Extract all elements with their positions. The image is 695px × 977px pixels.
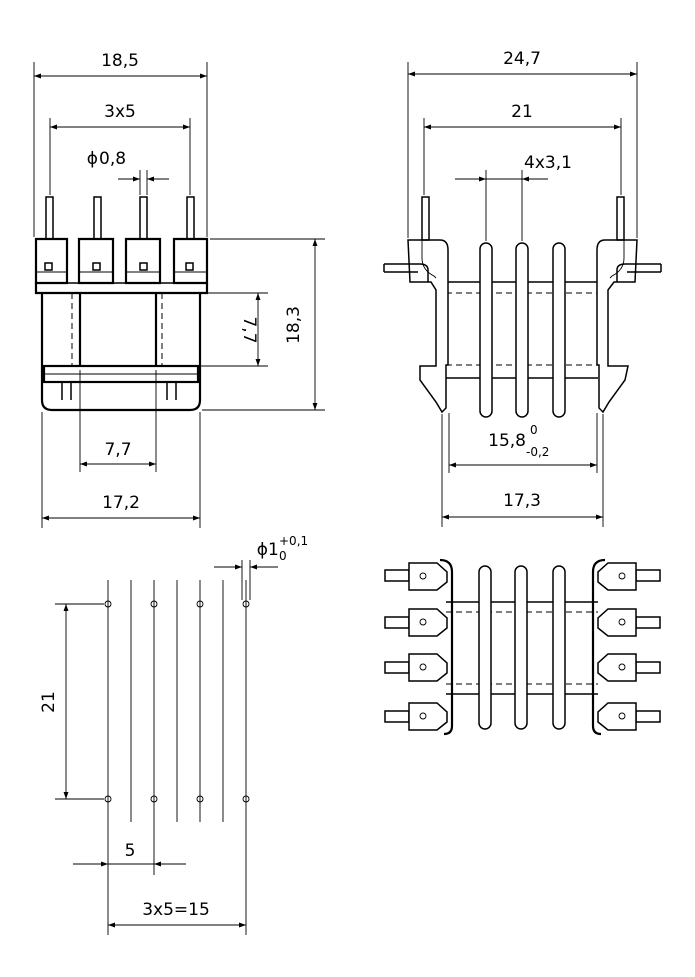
front-body bbox=[40, 293, 202, 412]
footprint-hole-diameter-symbol: ϕ bbox=[257, 540, 268, 560]
side-overall-width-label: 24,7 bbox=[503, 49, 541, 69]
top-right-pads bbox=[597, 562, 661, 731]
top-left-pads bbox=[384, 562, 448, 731]
footprint-grid bbox=[55, 560, 251, 935]
side-view: 24,7 21 4x3,1 15,8 0 -0,2 17,3 bbox=[383, 49, 662, 527]
side-base-width-label: 17,3 bbox=[503, 491, 541, 511]
front-base-width-label: 17,2 bbox=[102, 493, 140, 513]
front-overall-width-label: 18,5 bbox=[101, 51, 139, 71]
side-core-tol-lower: -0,2 bbox=[526, 445, 549, 459]
footprint-holes bbox=[104, 600, 250, 803]
side-right-bracket bbox=[596, 196, 662, 414]
front-pin-blocks bbox=[34, 237, 209, 295]
pcb-footprint: ϕ 1 +0,1 0 21 5 3x5=15 bbox=[39, 534, 308, 935]
side-flanges bbox=[479, 242, 566, 418]
front-pins bbox=[45, 196, 195, 240]
footprint-row-spacing-label: 21 bbox=[39, 691, 59, 713]
front-extension-lines bbox=[33, 62, 325, 528]
side-dimension-lines bbox=[408, 71, 637, 520]
footprint-hole-tol-upper: +0,1 bbox=[279, 534, 308, 548]
side-pin-row-spacing-label: 21 bbox=[511, 102, 533, 122]
footprint-hole-diameter-label: 1 bbox=[268, 540, 279, 560]
side-left-bracket bbox=[383, 196, 449, 414]
front-window-width-label: 7,7 bbox=[104, 440, 131, 460]
front-overall-height-label: 18,3 bbox=[284, 306, 304, 344]
side-extension-lines bbox=[407, 62, 638, 527]
front-pin-diameter-label: 0,8 bbox=[99, 149, 126, 169]
front-pin-pitch-label: 3x5 bbox=[104, 102, 136, 122]
footprint-pitch-label: 5 bbox=[125, 841, 136, 861]
footprint-hole-tol-lower: 0 bbox=[279, 549, 287, 563]
footprint-dimension-lines bbox=[63, 564, 278, 928]
footprint-total-pitch-label: 3x5=15 bbox=[142, 900, 210, 920]
top-view bbox=[384, 558, 661, 736]
side-core-tol-upper: 0 bbox=[530, 423, 538, 437]
front-pin-diameter-symbol: ϕ bbox=[87, 149, 98, 169]
top-left-rail bbox=[439, 558, 454, 736]
side-core-length-label: 15,8 bbox=[488, 431, 526, 451]
side-flange-pitch-label: 4x3,1 bbox=[524, 153, 572, 173]
front-window-height-label: 7,7 bbox=[239, 316, 259, 343]
top-right-rail bbox=[591, 558, 606, 736]
front-dimension-lines bbox=[34, 73, 318, 521]
top-flanges bbox=[478, 565, 566, 730]
front-view: 18,5 3x5 ϕ 0,8 7,7 18,3 7,7 17,2 bbox=[33, 51, 325, 528]
